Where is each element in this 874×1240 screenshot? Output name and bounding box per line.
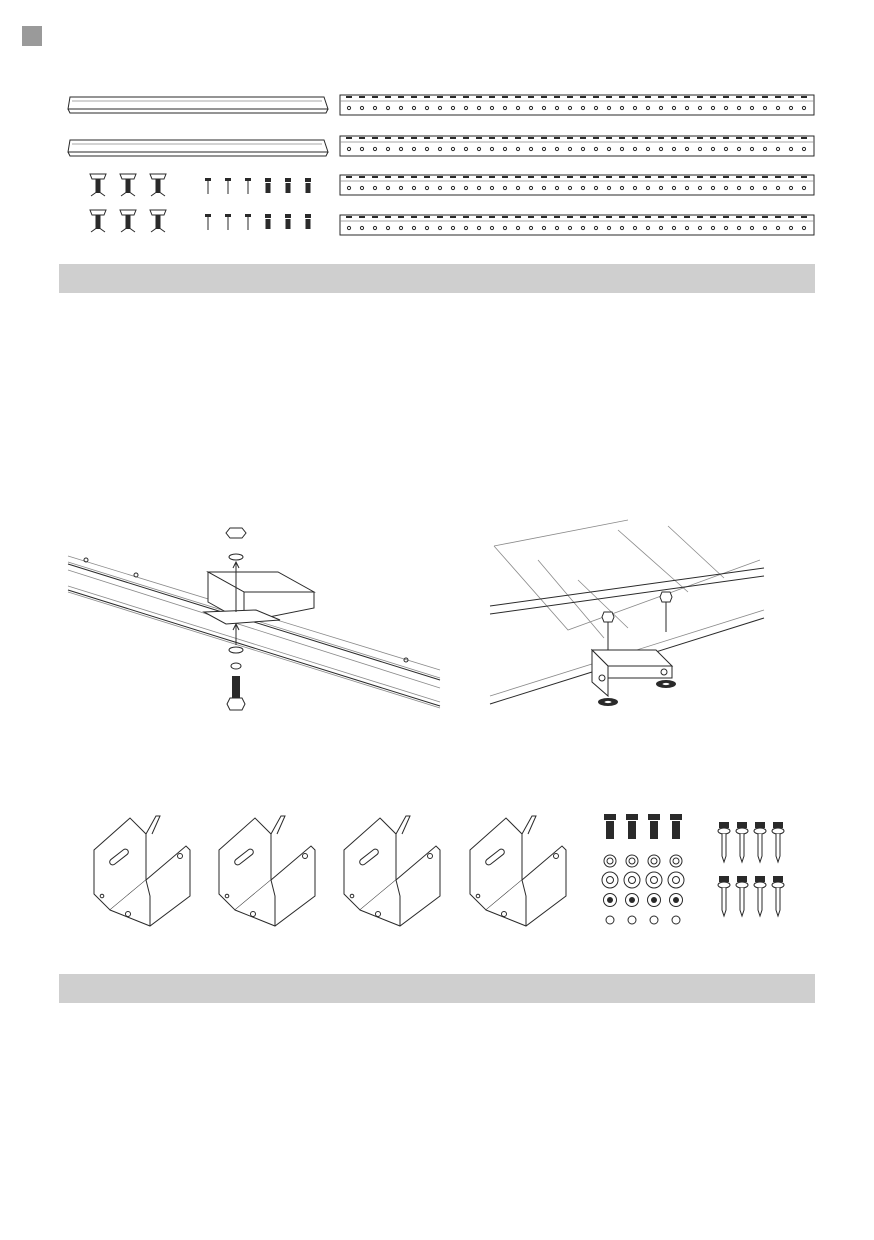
self-tapping-screw-icon	[753, 876, 767, 918]
small-screw-icon	[305, 178, 311, 193]
washer-icon	[625, 854, 639, 868]
washer-icon	[667, 871, 685, 889]
self-tapping-screw-icon	[771, 876, 785, 918]
small-screw-icon	[225, 214, 231, 230]
thumb-screw-icon	[89, 173, 107, 197]
z-bracket-2	[218, 815, 316, 927]
washer-icon	[603, 854, 617, 868]
washer-icon	[669, 854, 683, 868]
section-header-bar	[59, 974, 815, 1003]
self-tapping-screw-icon	[735, 822, 749, 864]
washer-icon	[647, 854, 661, 868]
small-screw-icon	[265, 178, 271, 193]
angle-bar-1	[67, 96, 329, 114]
self-tapping-screw-icon	[717, 876, 731, 918]
thumb-screw-icon	[119, 209, 137, 233]
angle-bar-2	[67, 139, 329, 157]
washer-icon	[605, 915, 615, 925]
washer-icon	[601, 871, 619, 889]
small-screw-icon	[205, 214, 211, 230]
thumb-screw-icon	[89, 209, 107, 233]
washer-icon	[645, 871, 663, 889]
hex-bolt-icon	[670, 814, 682, 839]
z-bracket-4	[469, 815, 567, 927]
washer-icon	[649, 915, 659, 925]
small-screw-set	[205, 178, 311, 230]
self-tapping-screw-icon	[735, 876, 749, 918]
hex-bolt-icon	[648, 814, 660, 839]
washer-icon	[627, 915, 637, 925]
small-screw-icon	[245, 178, 251, 194]
self-tapping-screw-icon	[753, 822, 767, 864]
self-tapping-screw-icon	[717, 822, 731, 864]
thumb-screw-icon	[149, 209, 167, 233]
perforated-rail-2	[339, 135, 815, 157]
z-bracket-1	[93, 815, 191, 927]
panel-bracket-diagram	[489, 519, 765, 706]
washer-icon	[671, 915, 681, 925]
nut-icon	[625, 893, 639, 907]
bolt-washer-nut-set	[601, 814, 685, 925]
nut-icon	[669, 893, 683, 907]
perforated-rail-1	[339, 94, 815, 116]
thumb-screw-icon	[119, 173, 137, 197]
nut-icon	[603, 893, 617, 907]
section-header-bar	[59, 264, 815, 293]
hex-bolt-icon	[626, 814, 638, 839]
self-tapping-screw-icon	[771, 822, 785, 864]
small-screw-icon	[245, 214, 251, 230]
small-screw-icon	[285, 214, 291, 229]
z-bracket-3	[343, 815, 441, 927]
corner-marker	[22, 26, 42, 46]
small-screw-icon	[285, 178, 291, 193]
small-screw-icon	[265, 214, 271, 229]
self-tapping-screw-set	[717, 822, 785, 918]
small-screw-icon	[305, 214, 311, 229]
perforated-rail-4	[339, 214, 815, 236]
rail-joint-diagram	[67, 527, 441, 711]
perforated-rail-3	[339, 174, 815, 196]
thumb-screw-set	[89, 173, 167, 233]
nut-icon	[647, 893, 661, 907]
thumb-screw-icon	[149, 173, 167, 197]
washer-icon	[623, 871, 641, 889]
hex-bolt-icon	[604, 814, 616, 839]
small-screw-icon	[205, 178, 211, 194]
small-screw-icon	[225, 178, 231, 194]
